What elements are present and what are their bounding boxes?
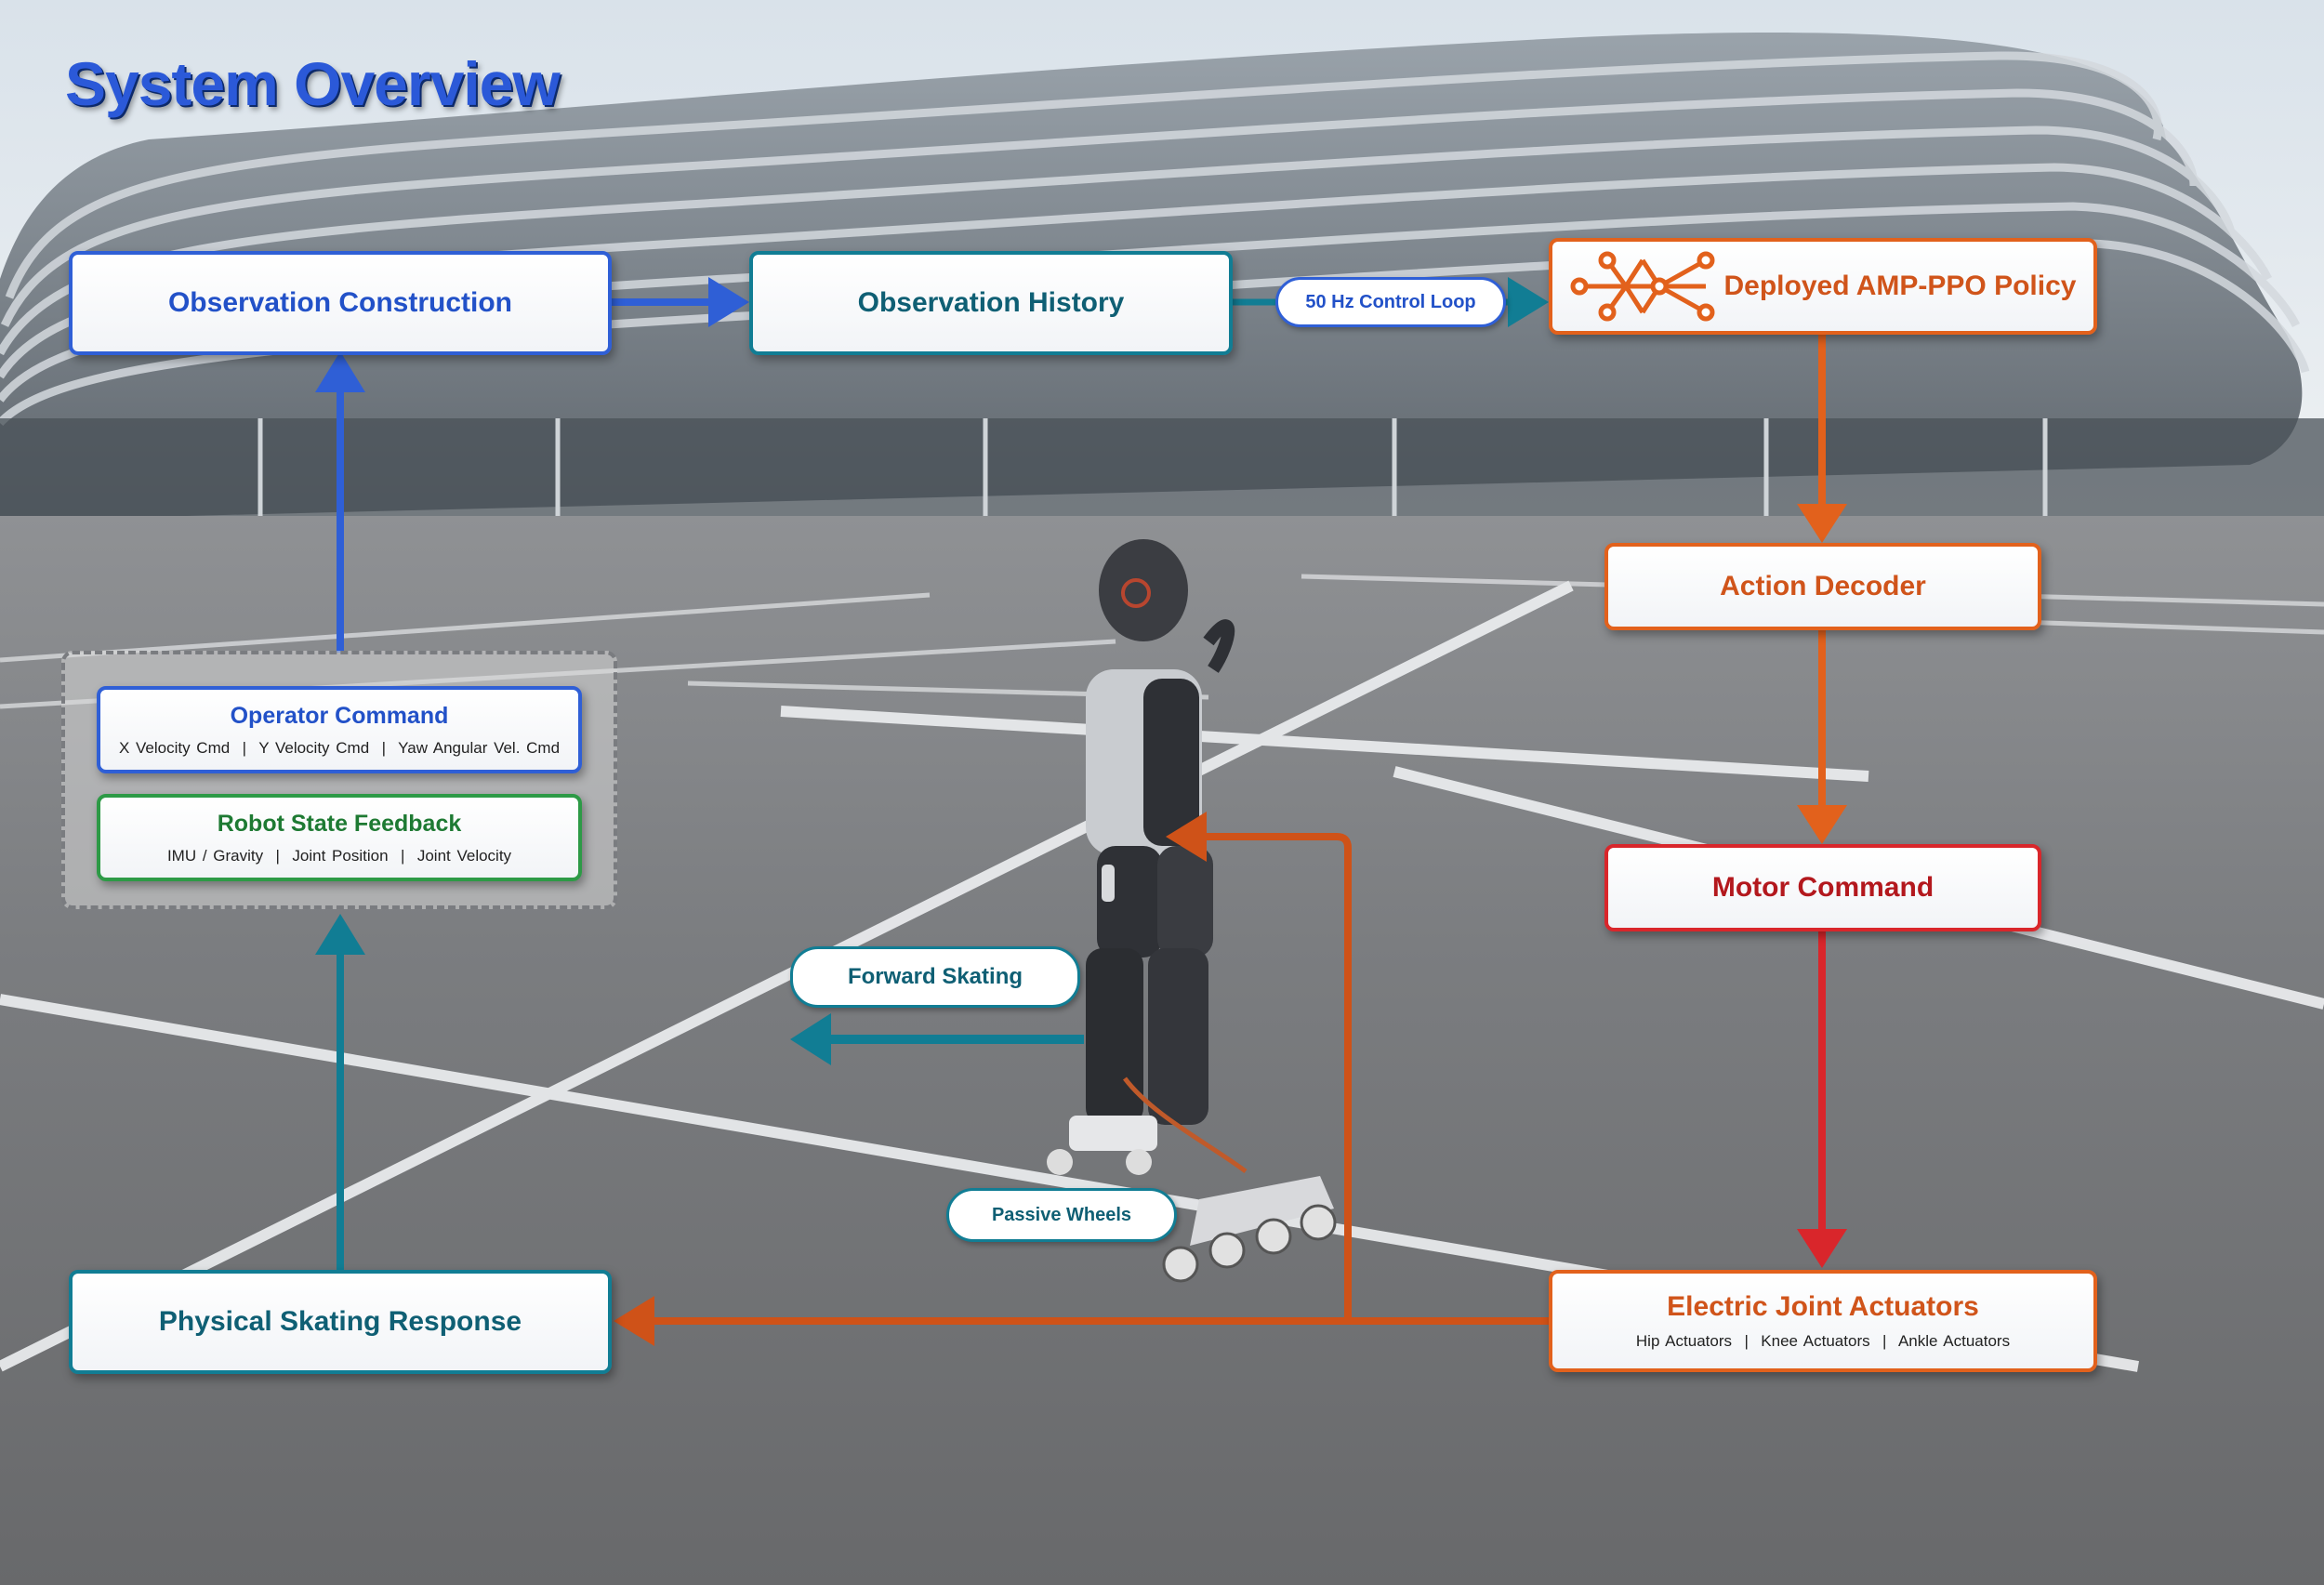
physical-skating-response-label: Physical Skating Response bbox=[159, 1306, 522, 1338]
action-decoder-label: Action Decoder bbox=[1720, 571, 1926, 602]
control-loop-label: 50 Hz Control Loop bbox=[1305, 292, 1475, 313]
motor-command-label: Motor Command bbox=[1712, 872, 1934, 904]
page-title: System Overview bbox=[65, 48, 560, 119]
observation-construction-box[interactable]: Observation Construction bbox=[69, 251, 612, 355]
robot-state-feedback-details: IMU / Gravity | Joint Position | Joint V… bbox=[167, 847, 511, 865]
forward-skating-label: Forward Skating bbox=[848, 964, 1023, 990]
neural-network-icon bbox=[1570, 251, 1719, 322]
policy-box[interactable]: Deployed AMP-PPO Policy bbox=[1549, 238, 2097, 335]
action-decoder-box[interactable]: Action Decoder bbox=[1604, 543, 2041, 630]
forward-skating-pill[interactable]: Forward Skating bbox=[790, 946, 1080, 1008]
electric-joint-actuators-label: Electric Joint Actuators bbox=[1667, 1291, 1979, 1323]
physical-skating-response-box[interactable]: Physical Skating Response bbox=[69, 1270, 612, 1374]
passive-wheels-pill[interactable]: Passive Wheels bbox=[946, 1188, 1177, 1242]
electric-joint-actuators-details: Hip Actuators | Knee Actuators | Ankle A… bbox=[1636, 1332, 2010, 1351]
robot-state-feedback-label: Robot State Feedback bbox=[218, 811, 462, 838]
operator-command-box[interactable]: Operator Command X Velocity Cmd | Y Velo… bbox=[97, 686, 582, 773]
operator-command-label: Operator Command bbox=[231, 703, 449, 730]
observation-history-label: Observation History bbox=[858, 287, 1125, 319]
policy-label: Deployed AMP-PPO Policy bbox=[1724, 271, 2077, 302]
operator-command-details: X Velocity Cmd | Y Velocity Cmd | Yaw An… bbox=[119, 739, 560, 758]
observation-history-box[interactable]: Observation History bbox=[749, 251, 1233, 355]
electric-joint-actuators-box[interactable]: Electric Joint Actuators Hip Actuators |… bbox=[1549, 1270, 2097, 1372]
robot-state-feedback-box[interactable]: Robot State Feedback IMU / Gravity | Joi… bbox=[97, 794, 582, 881]
control-loop-pill[interactable]: 50 Hz Control Loop bbox=[1275, 277, 1506, 327]
motor-command-box[interactable]: Motor Command bbox=[1604, 844, 2041, 931]
passive-wheels-label: Passive Wheels bbox=[992, 1205, 1131, 1226]
observation-construction-label: Observation Construction bbox=[168, 287, 512, 319]
